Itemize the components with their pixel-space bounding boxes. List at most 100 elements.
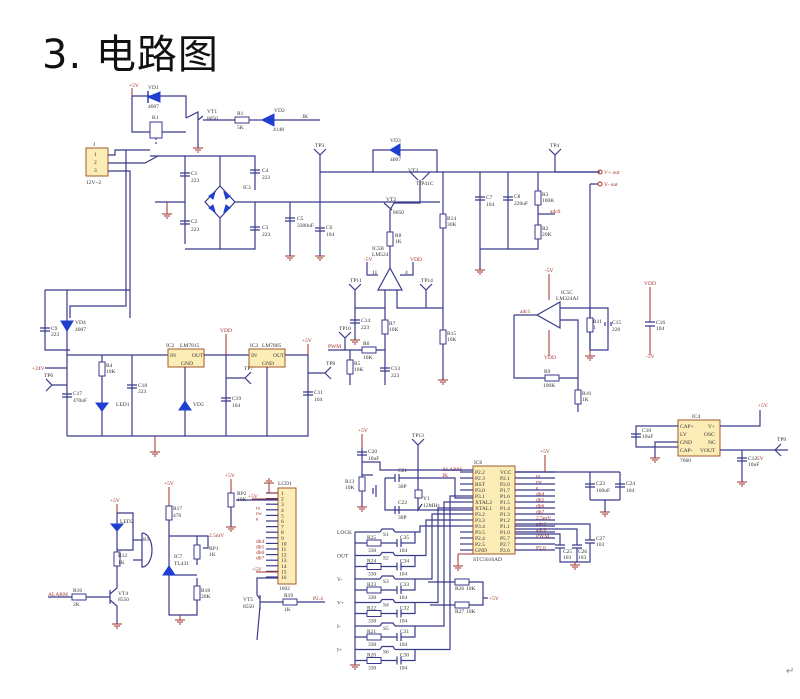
r10-value: 1K [582, 397, 589, 403]
c17-ref: C17 [73, 391, 82, 397]
opamp-ic5c: -5V VDD IC5C LM324AJ adc1 [513, 268, 590, 379]
c5-ref: C5 [297, 216, 304, 222]
capacitor-c8: C8 220uF [503, 172, 528, 249]
tp13-label: TP13 [412, 433, 424, 439]
mcu-right-pin-signal: rw [536, 480, 542, 486]
vt5-value: 8550 [243, 604, 254, 610]
c12-minus5v: -5V [755, 456, 764, 462]
key-signal-wire [415, 525, 460, 533]
led1-label: LED1 [116, 402, 130, 408]
heading-number: 3. [42, 32, 83, 78]
mcu-right-pin-label: P1.5 [500, 500, 510, 506]
c17-value: 470uF [73, 398, 87, 404]
vref-label: 2.5mV [209, 533, 224, 539]
resistor-r10: R10 1K [574, 378, 591, 412]
c23-value: 100uF [596, 488, 610, 494]
adc0-label: adc0 [550, 209, 561, 215]
c16-vdd: VDD [644, 281, 656, 287]
key-rc-wire [355, 602, 416, 615]
c27-ref: C27 [596, 536, 605, 542]
key-capacitor-ref: C30 [400, 653, 409, 659]
mcu-ref: IC6 [474, 460, 483, 466]
pin-3: 3 [94, 168, 97, 174]
r2-ref: R2 [542, 226, 549, 232]
key-capacitor [396, 633, 402, 641]
vd1-ref: VD1 [148, 85, 159, 91]
test-point-tp7: TP7 [226, 366, 253, 385]
key-signal-wire [415, 513, 460, 580]
ic4-vplus: V+ [708, 424, 715, 430]
push-switch-icon [355, 645, 415, 651]
c7-ref: C7 [486, 195, 493, 201]
key-resistor [366, 563, 382, 570]
vd5-label: VD5 [193, 402, 204, 408]
key-label: OUT [337, 554, 349, 560]
reset-button-icon [372, 485, 377, 497]
key-resistor-ref: R21 [367, 629, 376, 635]
y1-value: 12MHz [423, 503, 440, 509]
rp2-value: 10K [237, 497, 247, 503]
lcd-pin-number: 6 [281, 519, 284, 525]
key-capacitor [396, 586, 402, 594]
vout-pos-terminal [597, 169, 603, 175]
switch-ref: S2 [383, 556, 389, 562]
r6-ref: R6 [363, 341, 370, 347]
r19-value: 1K [284, 607, 291, 613]
key-rc-wire [355, 649, 416, 662]
c18-ref: C18 [138, 383, 147, 389]
key-label: LOCK [337, 530, 352, 536]
mcu-left-pin-label: P3.2 [475, 512, 485, 518]
lcd1602-module: LCD1 1602 1234rs5rw6e78910db411db512db61… [248, 478, 297, 592]
r12-ref: R12 [118, 553, 127, 559]
c22-value: 30P [398, 515, 407, 521]
capacitor-c19: VDD C19 104 [220, 328, 241, 436]
vt1-ref: VT1 [207, 109, 217, 115]
key-resistor-ref: R22 [367, 606, 376, 612]
regulator-ic3: IC3 LM7805 IN OUT GND [248, 343, 308, 436]
tp8-label: TP8 [326, 361, 335, 367]
capacitor-c18: C18 223 [127, 355, 147, 436]
vd3-ref: VD3 [390, 138, 401, 144]
lcd-ref: LCD1 [278, 481, 292, 487]
heading-title: 电路图 [95, 32, 219, 78]
resistor-r14: R14 30K [439, 172, 457, 380]
key-signal-wire [415, 501, 460, 627]
r14-value: 30K [447, 222, 457, 228]
zener-vd5-icon [178, 400, 192, 411]
pullups-r26-r27: R26 10K R27 10K +5V [428, 578, 499, 615]
c12-value: 10uF [748, 462, 759, 468]
c6-value: 104 [326, 232, 335, 238]
pullup-plus5v: +5V [489, 596, 499, 602]
ic5b-ref: IC5B [372, 246, 384, 252]
r4-ref: R4 [106, 363, 113, 369]
r27-value: 10K [466, 609, 476, 615]
c11-plus5v: +5V [302, 338, 312, 344]
c25-ref: C25 [563, 549, 572, 555]
mcu-left-pin-label: P3.1 [475, 494, 485, 500]
key-label: I+ [337, 648, 342, 654]
alarm-plus5v: +5V [110, 498, 120, 504]
key-resistor [366, 657, 382, 664]
ic5c-minus5v: -5V [545, 268, 554, 274]
push-switch-icon [355, 528, 415, 533]
plus24v-label: +24V [32, 366, 45, 372]
capacitor-c7: C7 104 [475, 172, 495, 275]
k1-ref: K1 [152, 115, 159, 121]
mcu-right-pin-signal: db5 [536, 498, 545, 504]
switch-ref: S1 [383, 532, 389, 538]
ic5c-ref: IC5C [561, 290, 573, 296]
ic2-in: IN [170, 353, 176, 359]
tp10-label: TP10 [339, 326, 351, 332]
tp9-label: TP9 [777, 437, 786, 443]
mcu-right-pin-label: P1.1 [500, 524, 510, 530]
key-rc-wire [355, 626, 416, 638]
vt4-ref: VT4 [118, 591, 128, 597]
resistor-r2: R2 20K [534, 224, 552, 240]
rp2-ref: RP2 [237, 491, 247, 497]
